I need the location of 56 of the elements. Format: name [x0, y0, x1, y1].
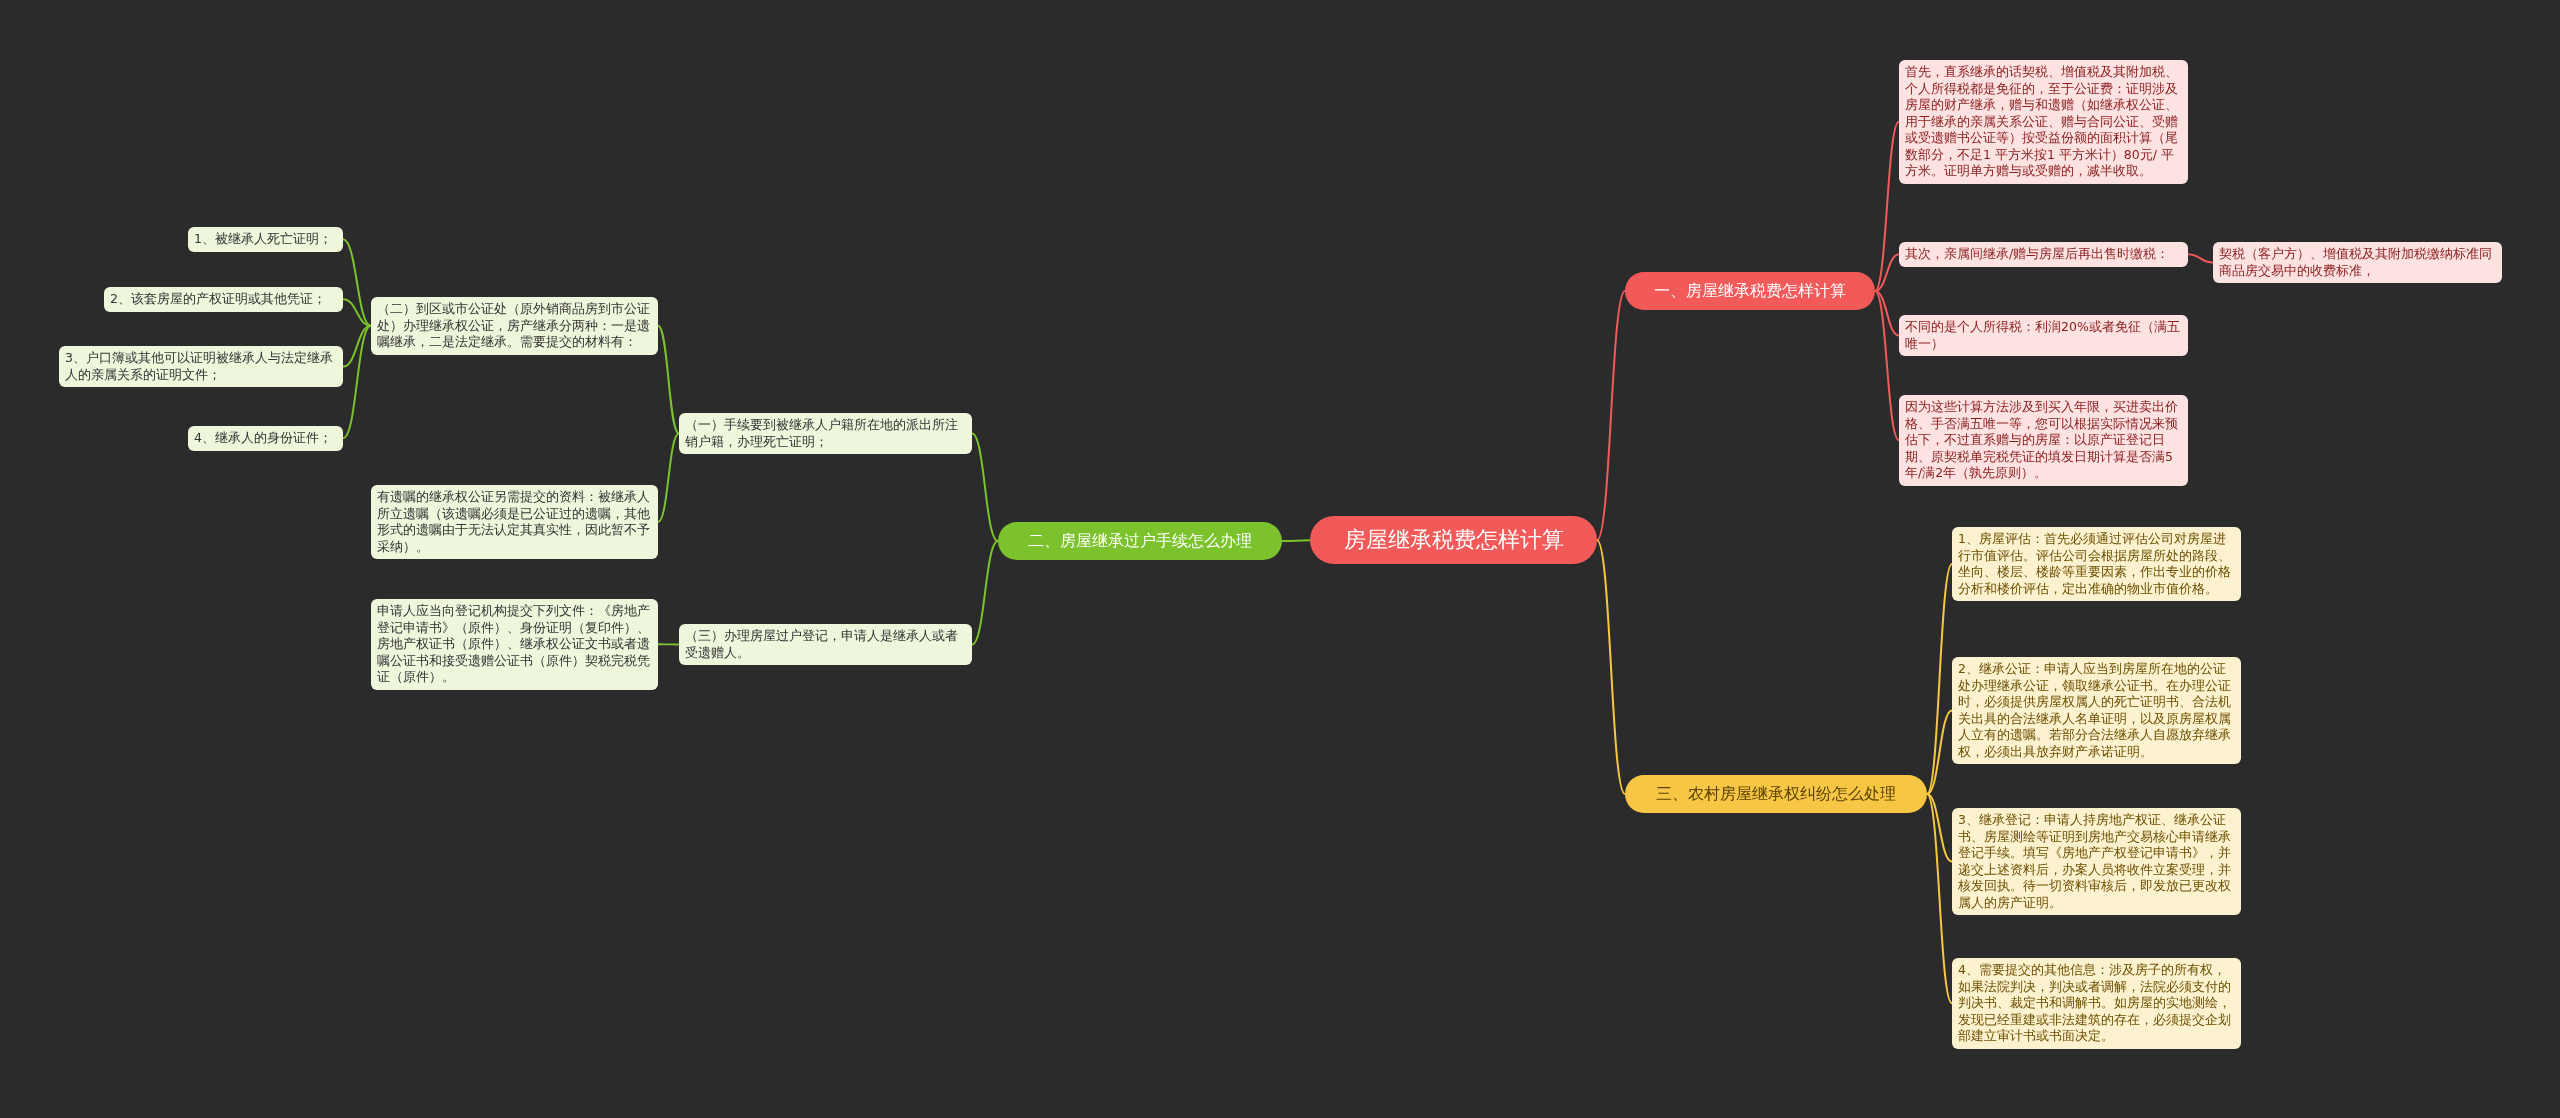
connector-line — [1596, 290, 1626, 542]
node-text: 房屋继承税费怎样计算 — [1342, 527, 1565, 554]
connector-line — [342, 298, 372, 327]
node-text: 4、需要提交的其他信息：涉及房子的所有权，如果法院判决，判决或者调解，法院必须支付的判决书、裁定书和调解书。如房屋的实地测绘，发现已经重建或非法建筑的存在，必须提交企划部建立审计书或书面决定。 — [1958, 962, 2232, 1045]
connector-line — [1926, 793, 1953, 1005]
node-text: 申请人应当向登记机构提交下列文件：《房地产登记申请书》（原件）、身份证明（复印件）、房地产权证书（原件）、继承权公证文书或者遗嘱公证书和接受遗赠公证书（原件）契税完税凭证（原件）。 — [377, 603, 651, 686]
connector-line — [657, 324, 680, 435]
node-text: 3、户口簿或其他可以证明被继承人与法定继承人的亲属关系的证明文件； — [65, 350, 334, 383]
node-text: 首先，直系继承的话契税、增值税及其附加税、个人所得税都是免征的，至于公证费：证明涉及房屋的财产继承，赠与和遗赠（如继承权公证、用于继承的亲属关系公证、赠与合同公证、受赠或受遗赠书公证等）按受益份额的面积计算（尾数部分，不足1 平方米按1 平方米计）80元/ 平方米。证明单方赠与或受赠的，减半收取。 — [1905, 64, 2179, 180]
node-text: 3、继承登记：申请人持房地产权证、继承公证书、房屋测绘等证明到房地产交易核心申请继承登记手续。填写《房地产产权登记申请书》，并递交上述资料后，办案人员将收件立案受理，并核发回执。待一切资料审核后，即发放已更改权属人的房产证明。 — [1958, 812, 2232, 911]
node-text: （二）到区或市公证处（原外销商品房到市公证处）办理继承权公证，房产继承分两种：一是遗嘱继承，二是法定继承。需要提交的材料有： — [377, 301, 651, 351]
connector-line — [1281, 539, 1311, 543]
connector-line — [1596, 539, 1626, 796]
topic-card — [188, 227, 343, 252]
branch-topic — [998, 522, 1282, 561]
node-text: 契税（客户方）、增值税及其附加税缴纳标准同商品房交易中的收费标准， — [2219, 246, 2493, 279]
connector-line — [971, 432, 999, 543]
topic-card — [1952, 527, 2241, 601]
branch-topic — [1625, 775, 1927, 814]
node-text: （三）办理房屋过户登记，申请人是继承人或者受遗赠人。 — [685, 628, 959, 661]
node-text: 2、该套房屋的产权证明或其他凭证； — [110, 291, 327, 308]
connector-line — [1926, 709, 1953, 796]
connector-line — [1874, 290, 1900, 337]
topic-card — [104, 287, 343, 312]
node-text: 1、房屋评估：首先必须通过评估公司对房屋进行市值评估。评估公司会根据房屋所处的路段、坐向、楼层、楼龄等重要因素，作出专业的价格分析和楼价评估，定出准确的物业市值价格。 — [1958, 531, 2232, 597]
connector-line — [342, 324, 372, 440]
central-topic — [1310, 516, 1597, 565]
topic-card — [1899, 242, 2188, 267]
connector-line — [1874, 120, 1900, 293]
node-text: 二、房屋继承过户手续怎么办理 — [1027, 531, 1253, 552]
connector-line — [2187, 253, 2214, 264]
topic-card — [1899, 315, 2188, 356]
topic-card — [188, 426, 343, 451]
node-text: 4、继承人的身份证件； — [194, 430, 333, 447]
connector-line — [1926, 793, 1953, 863]
connector-line — [971, 540, 999, 646]
node-text: 有遗嘱的继承权公证另需提交的资料：被继承人所立遗嘱（该遗嘱必须是已公证过的遗嘱，其他形式的遗嘱由于无法认定其真实性，因此暂不予采纳）。 — [377, 489, 651, 555]
node-text: （一）手续要到被继承人户籍所在地的派出所注销户籍，办理死亡证明； — [685, 417, 959, 450]
topic-card — [371, 297, 658, 355]
node-text: 三、农村房屋继承权纠纷怎么处理 — [1655, 784, 1897, 805]
branch-topic — [1625, 272, 1875, 311]
node-text: 不同的是个人所得税：利润20%或者免征（满五唯一） — [1905, 319, 2181, 352]
topic-card — [679, 624, 972, 665]
connector-line — [1874, 290, 1900, 442]
topic-card — [59, 346, 343, 387]
node-text: 1、被继承人死亡证明； — [194, 231, 333, 248]
node-text: 其次，亲属间继承/赠与房屋后再出售时缴税： — [1905, 246, 2171, 263]
node-text: 一、房屋继承税费怎样计算 — [1653, 281, 1847, 302]
node-text: 因为这些计算方法涉及到买入年限，买进卖出价格、手否满五唯一等，您可以根据实际情况来预估下，不过直系赠与的房屋：以原产证登记日期、原契税单完税凭证的填发日期计算是否满5年/满2年（孰先原则）。 — [1905, 399, 2179, 482]
topic-card — [679, 413, 972, 454]
connector-line — [1874, 253, 1900, 293]
topic-card — [2213, 242, 2502, 283]
connector-line — [657, 643, 680, 646]
node-text: 2、继承公证：申请人应当到房屋所在地的公证处办理继承公证，领取继承公证书。在办理公证时，必须提供房屋权属人的死亡证明书、合法机关出具的合法继承人名单证明，以及原房屋权属人立有的遗嘱。若部分合法继承人自愿放弃继承权，必须出具放弃财产承诺证明。 — [1958, 661, 2232, 760]
connector-line — [657, 432, 680, 523]
connector-line — [342, 238, 372, 327]
